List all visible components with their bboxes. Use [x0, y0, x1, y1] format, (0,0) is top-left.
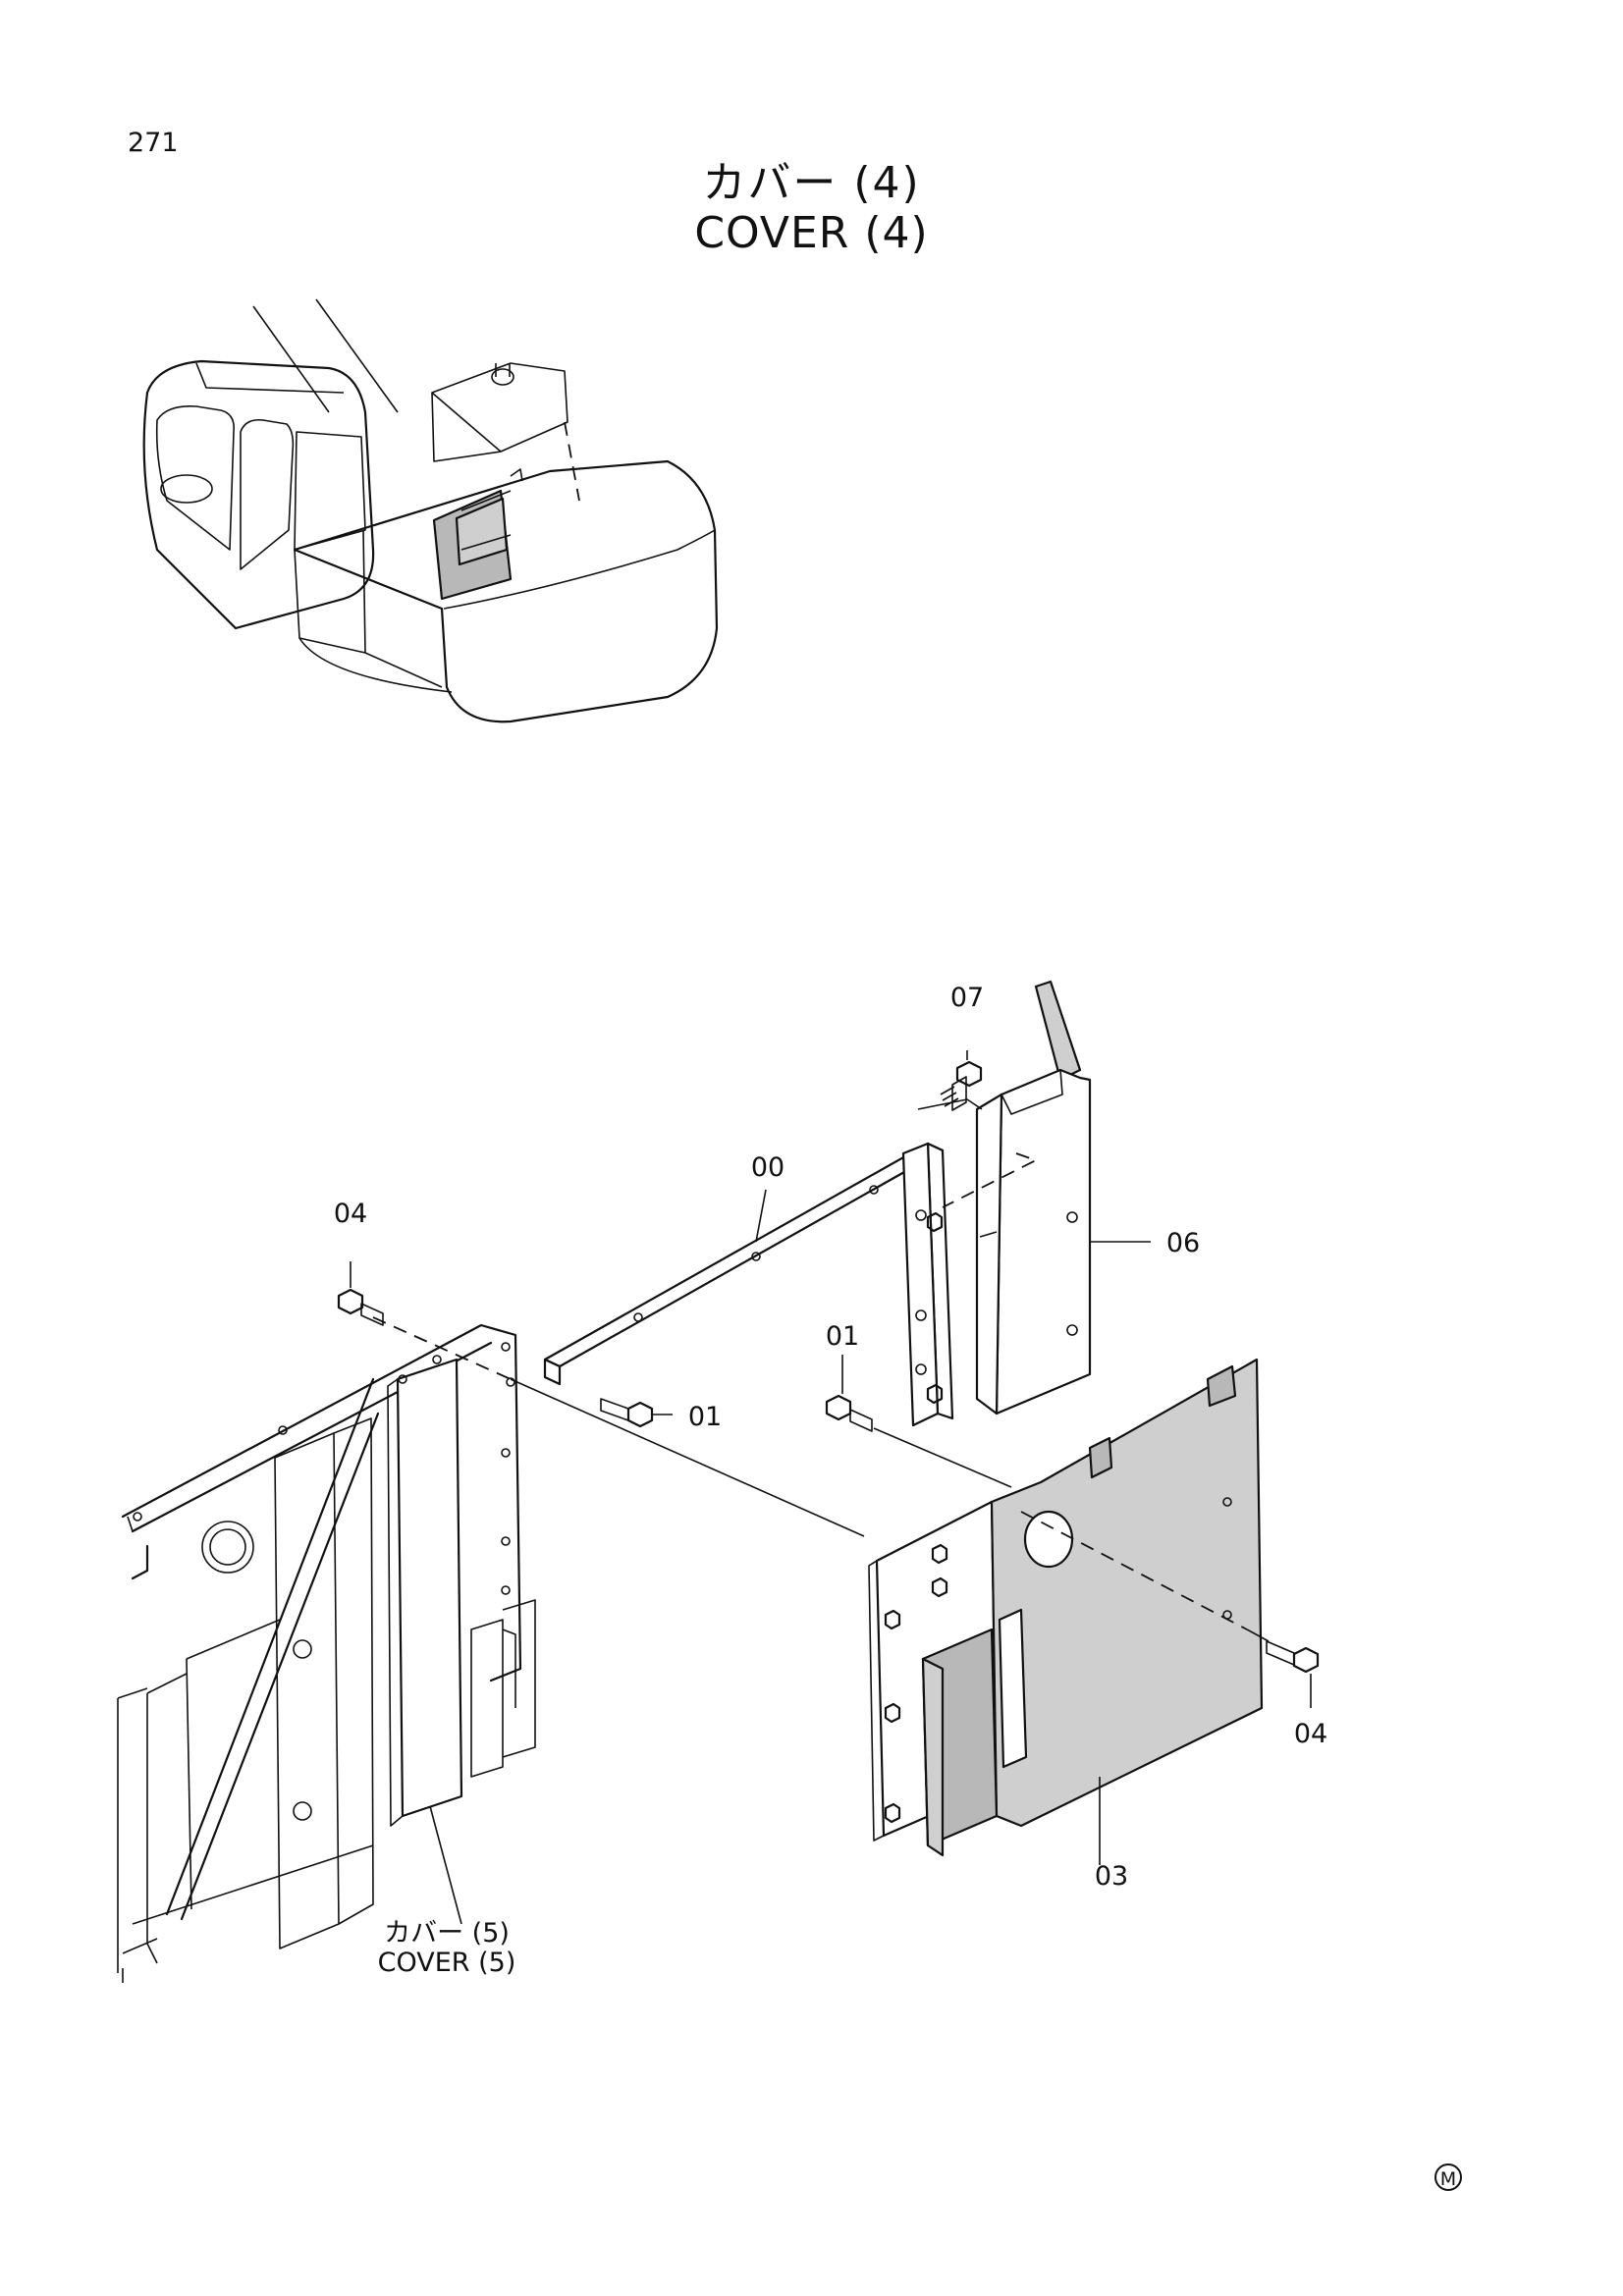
ref-cover5-en: COVER (5)	[378, 1948, 516, 1978]
bolt-04-left	[337, 1288, 384, 1326]
page-number: 271	[128, 128, 179, 158]
part-06-cover	[917, 980, 1092, 1415]
callout-00: 00	[751, 1152, 784, 1183]
assembly-lines	[350, 1050, 1312, 1925]
part-00-bracket	[543, 1142, 954, 1427]
footer-mark: M	[1434, 2163, 1462, 2191]
part-03-panel	[868, 1358, 1264, 1857]
callout-06: 06	[1166, 1228, 1200, 1258]
adjacent-cover-5-structure	[117, 1323, 536, 1983]
bolt-04-right	[1266, 1640, 1320, 1674]
callout-01-center: 01	[826, 1321, 859, 1352]
bolt-07	[940, 1060, 983, 1111]
bolt-01-left	[600, 1398, 654, 1428]
page-title-jp: カバー (4)	[702, 158, 921, 208]
footer-mark-letter: M	[1440, 2168, 1456, 2190]
page-title-en: COVER (4)	[694, 208, 929, 258]
excavator-locator-view	[142, 298, 719, 723]
bolt-01-center	[825, 1394, 873, 1432]
callout-07: 07	[950, 983, 984, 1013]
ref-cover5-jp: カバー (5)	[384, 1918, 510, 1949]
callout-03: 03	[1095, 1861, 1128, 1892]
callout-04-right: 04	[1294, 1719, 1327, 1749]
callout-01-left: 01	[688, 1402, 722, 1432]
callout-04-left: 04	[334, 1199, 367, 1229]
